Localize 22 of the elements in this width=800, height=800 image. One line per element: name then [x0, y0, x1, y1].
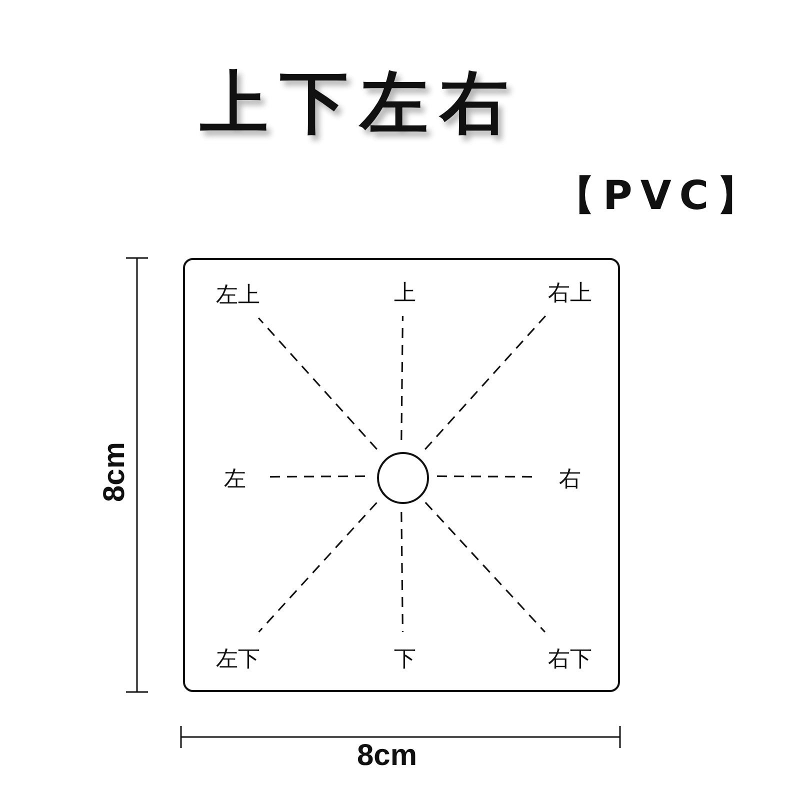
direction-label: 右: [559, 466, 581, 494]
dashed-line: [268, 475, 365, 478]
dimension-label: 8cm: [357, 739, 418, 773]
direction-label: 右下: [548, 646, 592, 674]
title: 上下左右: [200, 63, 520, 145]
dimension-label: 8cm: [98, 442, 132, 502]
material-label: 【PVC】: [555, 172, 765, 221]
card-outline: [183, 258, 620, 692]
dashed-line: [258, 502, 378, 633]
dashed-line: [424, 315, 546, 450]
dashed-line: [400, 316, 404, 440]
direction-label: 左下: [216, 646, 260, 674]
dashed-line: [424, 502, 546, 633]
dashed-line: [437, 475, 533, 478]
direction-label: 左上: [216, 282, 260, 310]
direction-label: 下: [394, 646, 416, 674]
direction-label: 上: [394, 280, 416, 308]
direction-label: 左: [224, 466, 246, 494]
direction-label: 右上: [548, 280, 592, 308]
dashed-line: [400, 512, 404, 632]
dashed-line: [258, 317, 378, 450]
center-circle: [377, 452, 429, 504]
